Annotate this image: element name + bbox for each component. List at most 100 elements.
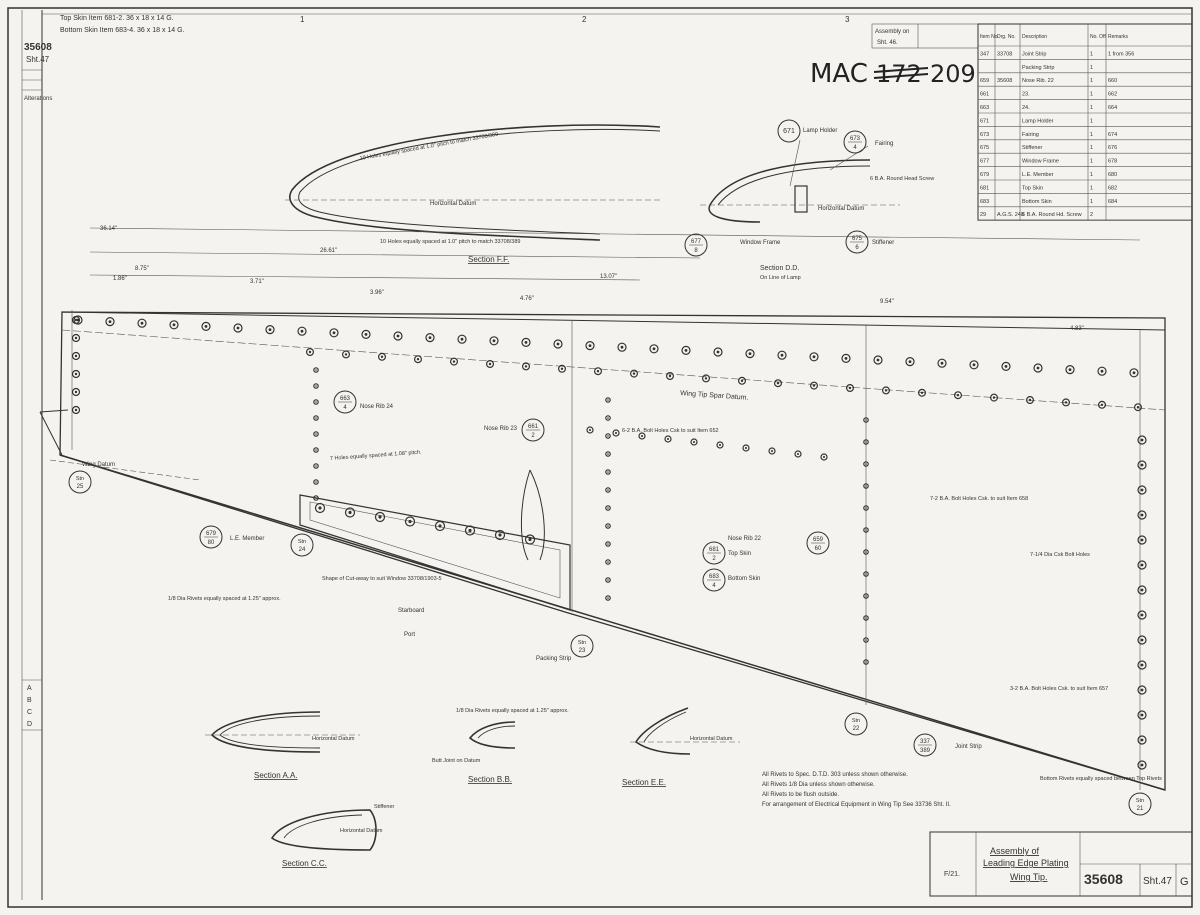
rivet-hole: [716, 441, 724, 449]
wing-datum-label: Wing Datum: [82, 462, 115, 468]
svg-text:3: 3: [845, 15, 850, 24]
rivet-hole: [737, 376, 746, 385]
table-cell: 6 B.A. Round Hd. Screw: [1022, 212, 1082, 218]
table-cell: 1: [1090, 145, 1093, 151]
rivet-hole: [1137, 660, 1147, 670]
rivet-hole: [701, 374, 710, 383]
screw-label: 6 B.A. Round Head Screw: [870, 176, 934, 182]
assembly-sheet: Sht. 46.: [877, 40, 898, 46]
mac-struck: 172: [876, 60, 922, 88]
title-line-2: Leading Edge Plating: [983, 858, 1069, 868]
rivet-hole: [1065, 365, 1075, 375]
rivet-hole: [605, 397, 611, 403]
rivet-hole: [361, 329, 371, 339]
port-label: Port: [404, 632, 415, 638]
rivet-hole: [313, 367, 319, 373]
table-cell: 1: [1090, 185, 1093, 191]
table-cell: 682: [1108, 185, 1117, 191]
station-label: Stn: [76, 476, 84, 482]
table-header-cell: Remarks: [1108, 34, 1129, 40]
dim-26-61: 26.61": [320, 248, 337, 254]
table-cell: 671: [980, 118, 989, 124]
rivet-hole: [1061, 398, 1070, 407]
assembly-label: Assembly on: [875, 29, 909, 35]
rivet-hole: [313, 399, 319, 405]
station-number: 21: [1137, 806, 1144, 812]
rivet-hole: [605, 577, 611, 583]
station-marker: [570, 634, 594, 658]
table-cell: 676: [1108, 145, 1117, 151]
rivet-hole: [863, 505, 869, 511]
rivet-hole: [745, 349, 755, 359]
table-cell: 1: [1090, 159, 1093, 165]
balloon-item: 679: [206, 531, 217, 537]
rivet-hole: [863, 483, 869, 489]
balloon-item: 671: [783, 128, 795, 135]
table-header-cell: Drg. No.: [997, 34, 1016, 40]
rivet-hole: [989, 393, 998, 402]
table-header-cell: Item No.: [980, 34, 999, 40]
ee-datum-label: Horizontal Datum: [690, 736, 733, 742]
rivet-hole: [489, 336, 499, 346]
section-dd-sub: On Line of Lamp: [760, 275, 801, 281]
section-cc: Stiffener Horizontal Datum Section C.C.: [270, 804, 395, 868]
dim-1-86: 1.86": [113, 276, 127, 282]
dim-4-76: 4.76": [520, 296, 534, 302]
rivet-hole: [306, 348, 315, 357]
rivet-hole: [265, 325, 275, 335]
rivet-hole: [313, 463, 319, 469]
rivet-hole: [863, 659, 869, 665]
seven-holes-label: 7 Holes equally spaced at 1.08" pitch.: [330, 450, 423, 462]
rivet-hole: [820, 453, 828, 461]
note-3: All Rivets to be flush outside.: [762, 792, 839, 798]
spar-datum-label: Wing Tip Spar Datum.: [680, 390, 749, 402]
rivet-hole: [434, 520, 446, 532]
strip-sheet: Sht.47: [26, 55, 50, 64]
strip-issue-b: B: [27, 697, 32, 704]
svg-text:1: 1: [300, 15, 305, 24]
section-bb-title: Section B.B.: [468, 775, 512, 784]
rivet-hole: [742, 444, 750, 452]
rivet-hole: [313, 495, 319, 501]
table-cell: Bottom Skin: [1022, 199, 1052, 205]
section-aa-title: Section A.A.: [254, 771, 298, 780]
item-balloon: [702, 568, 726, 592]
table-cell: 659: [980, 78, 989, 84]
ff-datum-label: Horizontal Datum: [430, 201, 476, 207]
balloon-item: 677: [691, 239, 702, 245]
rivet-hole: [881, 386, 890, 395]
rivet-hole: [1137, 560, 1147, 570]
section-dd: Horizontal Datum Section D.D. On Line of…: [700, 128, 934, 281]
dim-13-07: 13.07": [600, 274, 617, 280]
title-block: Assembly of Leading Edge Plating Wing Ti…: [929, 831, 1193, 897]
station-marker: [68, 470, 92, 494]
rivet-hole: [374, 511, 386, 523]
table-cell: 1 from 356: [1108, 51, 1134, 57]
rivet-hole: [425, 333, 435, 343]
rivet-hole: [863, 637, 869, 643]
table-cell: Fairing: [1022, 132, 1039, 138]
rivet-hole: [905, 357, 915, 367]
table-cell: 683: [980, 199, 989, 205]
bottom-skin-note: Bottom Skin Item 683-4. 36 x 18 x 14 G.: [60, 27, 185, 34]
rivet-hole: [233, 323, 243, 333]
rivet-hole: [494, 529, 506, 541]
balloon-sub: 60: [815, 546, 822, 552]
bolt-holes-label: 6-2 B.A. Bolt Holes Csk to suit Item 652: [622, 428, 719, 434]
butt-joint-label: Butt Joint on Datum: [432, 758, 481, 764]
table-cell: 675: [980, 145, 989, 151]
rivet-hole: [1025, 396, 1034, 405]
general-notes: All Rivets to Spec. D.T.D. 303 unless sh…: [762, 772, 951, 808]
item-balloon: [806, 531, 830, 555]
table-cell: 1: [1090, 172, 1093, 178]
cutaway-label: Shape of Cut-away to suit Window 33708/1…: [322, 576, 442, 582]
table-cell: 677: [980, 159, 989, 165]
rivet-hole: [841, 353, 851, 363]
rivet-hole: [137, 318, 147, 328]
station-number: 23: [579, 648, 586, 654]
rivet-hole: [605, 541, 611, 547]
station-number: 24: [299, 547, 306, 553]
strip-issue-a: A: [27, 685, 32, 692]
rivet-hole: [1137, 585, 1147, 595]
